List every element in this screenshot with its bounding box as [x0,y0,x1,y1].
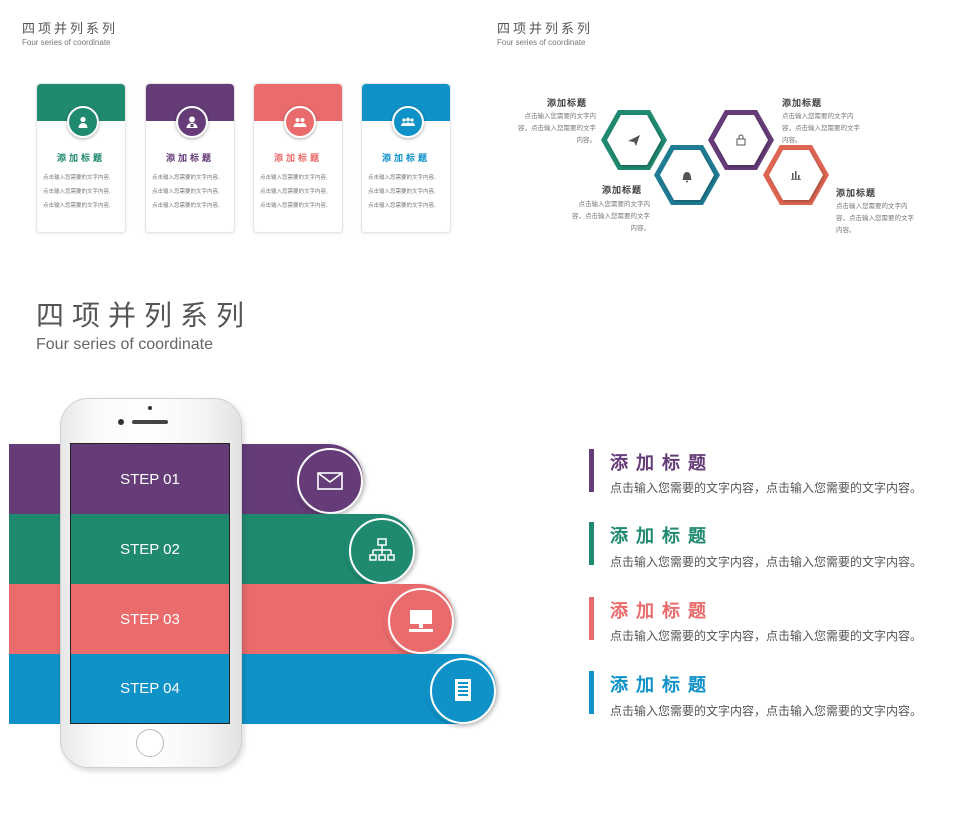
hex-item-title: 添加标题 [602,186,643,196]
hex-item-title: 添加标题 [836,189,877,199]
accent-bar [589,522,594,565]
step-tile-4: STEP 04 [71,654,229,723]
text-line: 点击输入您需要的文字内 [524,112,597,120]
notebook-icon [430,658,496,724]
slide-title: 四项并列系列 [36,299,253,332]
card-text: 点击输入您需要的文字内容, [43,189,111,195]
item-title: 添加标题 [610,601,714,622]
card-1: 添加标题 点击输入您需要的文字内容, 点击输入您需要的文字内容, 点击输入您需要… [36,83,126,233]
card-text: 点击输入您需要的文字内容, [260,175,328,181]
item-title: 添加标题 [610,453,714,474]
phone-speaker [132,420,168,424]
card-2: 添加标题 点击输入您需要的文字内容, 点击输入您需要的文字内容, 点击输入您需要… [145,83,235,233]
card-text: 点击输入您需要的文字内容, [368,189,436,195]
slide-title: 四项并列系列 [22,22,119,37]
item-text: 点击输入您需要的文字内容，点击输入您需要的文字内容。 [610,704,923,718]
person-badge-icon [176,106,208,138]
text-line: 容，点击输入您需要的文字 [572,212,650,220]
card-text: 点击输入您需要的文字内容, [260,203,328,209]
slide-title: 四项并列系列 [497,22,594,37]
step-tile-2: STEP 02 [71,514,229,584]
mail-icon [297,448,363,514]
slide-subtitle: Four series of coordinate [36,336,213,353]
card-text: 点击输入您需要的文字内容, [152,189,220,195]
item-title: 添加标题 [610,526,714,547]
card-3: 添加标题 点击输入您需要的文字内容, 点击输入您需要的文字内容, 点击输入您需要… [253,83,343,233]
item-text: 点击输入您需要的文字内容，点击输入您需要的文字内容。 [610,555,923,569]
card-text: 点击输入您需要的文字内容, [43,203,111,209]
home-button [136,729,164,757]
text-line: 内容。 [630,224,651,232]
card-text: 点击输入您需要的文字内容, [43,175,111,181]
text-line: 容，点击输入您需要的文字 [518,124,596,132]
item-text: 点击输入您需要的文字内容，点击输入您需要的文字内容。 [610,629,923,643]
hex-item-text: 点击输入您需要的文字内 容，点击输入您需要的文字 内容。 [510,110,596,146]
text-line: 内容。 [576,136,597,144]
text-line: 点击输入您需要的文字内 [782,112,854,120]
paper-plane-icon [628,135,640,146]
phone-camera [118,419,124,425]
card-title: 添加标题 [165,154,214,164]
step-tile-1: STEP 01 [71,444,229,514]
user-icon [67,106,99,138]
text-line: 点击输入您需要的文字内 [836,202,908,210]
step-tile-3: STEP 03 [71,584,229,654]
text-line: 容，点击输入您需要的文字 [782,124,860,132]
hexagon-diagram [601,110,829,205]
card-4: 添加标题 点击输入您需要的文字内容, 点击输入您需要的文字内容, 点击输入您需要… [361,83,451,233]
bell-icon [682,172,692,183]
bar-chart-icon [791,171,801,180]
card-text: 点击输入您需要的文字内容, [152,203,220,209]
card-text: 点击输入您需要的文字内容, [152,175,220,181]
card-text: 点击输入您需要的文字内容, [368,175,436,181]
phone-sensor [148,406,152,410]
network-icon [349,518,415,584]
item-title: 添加标题 [610,675,714,696]
text-line: 点击输入您需要的文字内 [578,200,651,208]
card-title: 添加标题 [273,154,322,164]
accent-bar [589,671,594,714]
accent-bar [589,597,594,640]
accent-bar [589,449,594,492]
lock-icon [736,134,746,146]
hex-item-text: 点击输入您需要的文字内 容，点击输入您需要的文字 内容。 [564,198,650,234]
hexagon-3 [708,110,774,170]
slide-subtitle: Four series of coordinate [497,38,586,47]
group-icon [284,106,316,138]
card-text: 点击输入您需要的文字内容, [368,203,436,209]
team-icon [392,106,424,138]
text-line: 容，点击输入您需要的文字 [836,214,914,222]
computer-icon [388,588,454,654]
hex-item-title: 添加标题 [547,99,588,109]
card-title: 添加标题 [56,154,105,164]
hex-item-text: 点击输入您需要的文字内 容，点击输入您需要的文字 内容。 [782,110,872,146]
slide-subtitle: Four series of coordinate [22,38,111,47]
hex-item-text: 点击输入您需要的文字内 容，点击输入您需要的文字 内容。 [836,200,926,236]
item-text: 点击输入您需要的文字内容，点击输入您需要的文字内容。 [610,481,923,495]
card-text: 点击输入您需要的文字内容, [260,189,328,195]
card-title: 添加标题 [381,154,430,164]
text-line: 内容。 [782,136,802,144]
text-line: 内容。 [836,226,856,234]
hex-item-title: 添加标题 [782,99,823,109]
